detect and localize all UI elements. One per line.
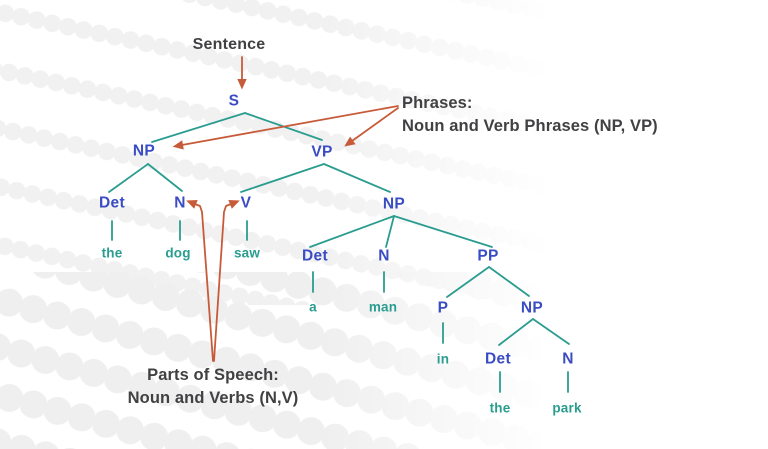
node-np-subject: NP [132, 142, 156, 160]
node-n-pp: N [562, 350, 574, 368]
edge-objnp-det [309, 215, 395, 248]
arrow-phrases-to-np [172, 105, 399, 150]
sentence-caption: Sentence [192, 36, 266, 53]
word-man: man [368, 299, 398, 315]
node-vp: VP [311, 143, 333, 161]
phrases-annotation-line1: Phrases: [402, 94, 473, 112]
arrow-pos-to-v [213, 200, 240, 362]
edge-ppnp-n [532, 318, 570, 345]
tree-edges [108, 112, 570, 393]
node-s: S [228, 92, 240, 110]
node-np-pp: NP [520, 299, 544, 317]
node-v: V [240, 194, 252, 212]
node-det-pp: Det [485, 350, 511, 368]
word-park: park [552, 400, 582, 416]
node-p: P [437, 299, 449, 317]
word-the-subject: the [101, 245, 123, 261]
word-the-pp: the [489, 400, 511, 416]
edge-objnp-pp [393, 215, 493, 248]
edge-ppnp-det [498, 318, 534, 346]
edge-objnp-n [385, 215, 395, 248]
node-n-subject: N [174, 194, 186, 212]
parts-of-speech-line1: Parts of Speech: [147, 366, 279, 384]
word-dog: dog [165, 245, 191, 261]
arrow-pos-to-n [186, 200, 214, 362]
edge-pp-p [446, 266, 490, 298]
phrases-annotation-line2: Noun and Verb Phrases (NP, VP) [402, 117, 658, 135]
edge-pp-np [488, 266, 530, 297]
node-det-subject: Det [99, 194, 125, 212]
node-n-object: N [378, 247, 390, 265]
edge-np-n [147, 163, 183, 192]
annotation-arrows [172, 56, 399, 362]
edge-vp-np [323, 163, 391, 193]
phrases-annotation: Phrases: Noun and Verb Phrases (NP, VP) [402, 92, 658, 138]
word-a: a [309, 299, 317, 315]
edge-np-det [108, 163, 149, 193]
word-saw: saw [233, 245, 261, 261]
arrow-phrases-to-vp [344, 107, 399, 147]
parts-of-speech-annotation: Parts of Speech: Noun and Verbs (N,V) [128, 364, 299, 410]
word-in: in [436, 351, 450, 367]
node-pp: PP [477, 247, 499, 265]
edge-vp-v [240, 163, 325, 193]
node-det-object: Det [302, 247, 328, 265]
edge-s-np [151, 112, 246, 143]
node-np-object: NP [382, 195, 406, 213]
parts-of-speech-line2: Noun and Verbs (N,V) [127, 389, 299, 407]
